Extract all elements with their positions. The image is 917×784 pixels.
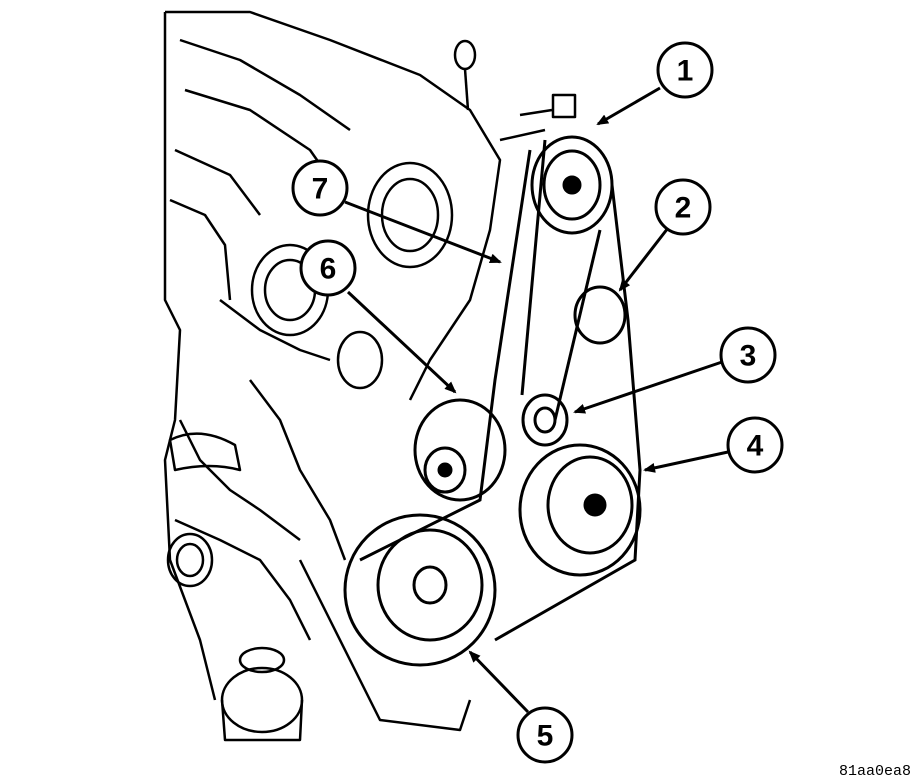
figure-code: 81aa0ea8 xyxy=(838,763,911,780)
callout-7-label: 7 xyxy=(312,173,329,206)
callout-3-label: 3 xyxy=(740,340,757,373)
idler-pulley-upper xyxy=(573,285,627,345)
leader-line-3 xyxy=(573,360,723,414)
leader-line-4 xyxy=(643,450,729,473)
callout-6: 6 xyxy=(299,239,357,297)
callout-4-label: 4 xyxy=(747,430,764,463)
callout-5-label: 5 xyxy=(537,720,554,753)
leader-lines xyxy=(344,86,729,714)
leader-line-7 xyxy=(344,200,502,264)
callout-1-label: 1 xyxy=(677,55,694,88)
leader-line-6 xyxy=(346,290,457,394)
leader-line-5 xyxy=(468,650,530,714)
callout-6-label: 6 xyxy=(320,253,337,286)
callout-2-label: 2 xyxy=(675,192,692,225)
pulleys xyxy=(343,135,642,667)
callout-5: 5 xyxy=(516,706,574,764)
callouts: 1 2 3 4 5 6 7 xyxy=(291,41,784,764)
callout-4: 4 xyxy=(726,416,784,474)
drive-belt xyxy=(359,139,642,642)
callout-7: 7 xyxy=(291,159,349,217)
engine-block xyxy=(163,10,577,742)
leader-line-2 xyxy=(618,227,670,292)
callout-1: 1 xyxy=(656,41,714,99)
callout-2: 2 xyxy=(654,178,712,236)
callout-3: 3 xyxy=(719,326,777,384)
leader-line-1 xyxy=(596,86,661,126)
